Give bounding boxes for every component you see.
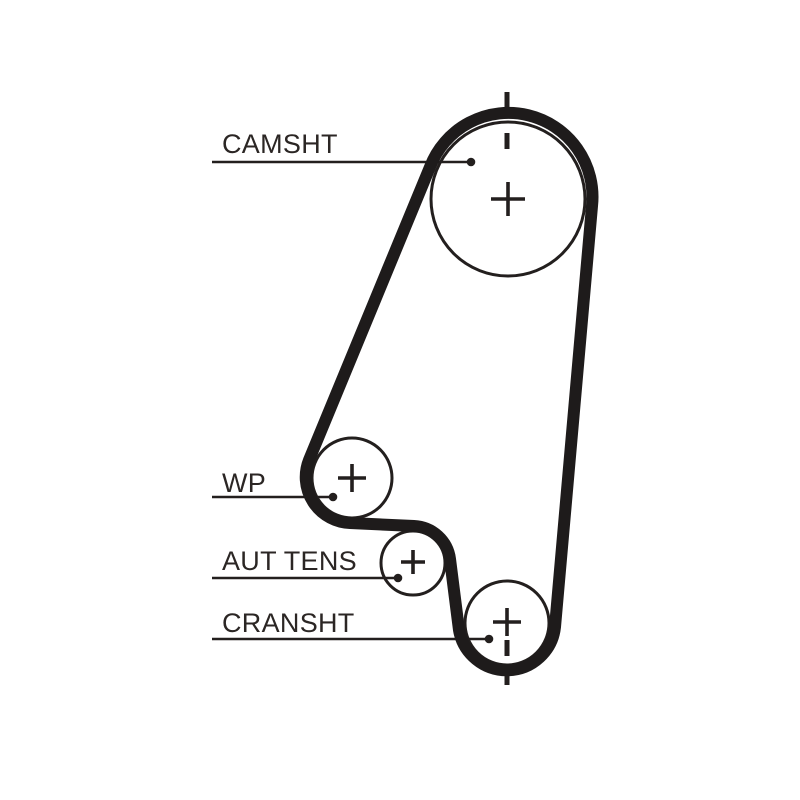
tensioner-cross-icon [401,550,425,574]
tensioner-leader-dot [393,573,403,583]
water-pump-cross-icon [338,464,366,492]
camshaft-label: CAMSHT [222,129,338,159]
water-pump-label: WP [222,468,266,498]
crankshaft-label: CRANSHT [222,608,355,638]
timing-belt-path [299,106,599,677]
leader-dots [328,157,494,644]
crankshaft-cross-icon [493,608,521,636]
camshaft-cross-icon [491,182,525,216]
crankshaft-leader-dot [484,634,494,644]
labels: CAMSHT WP AUT TENS CRANSHT [222,129,357,638]
camshaft-leader-dot [466,157,476,167]
camshaft-pulley [429,120,587,278]
water-pump-leader-dot [328,492,338,502]
tensioner-label: AUT TENS [222,546,357,576]
pulley-center-marks [338,182,525,636]
